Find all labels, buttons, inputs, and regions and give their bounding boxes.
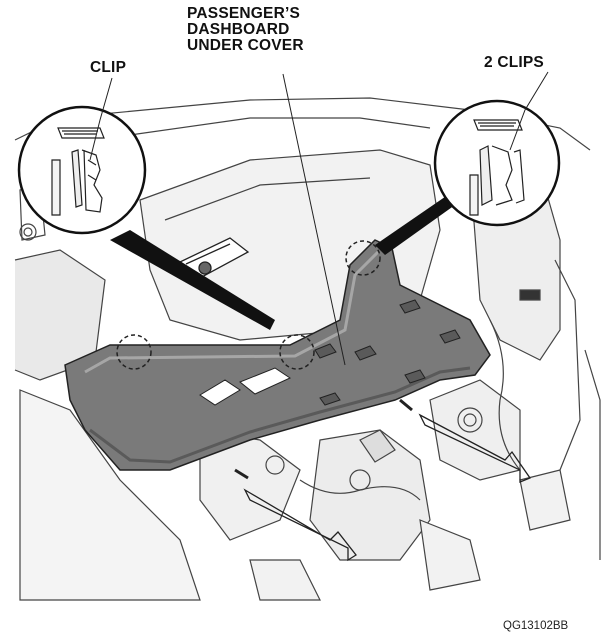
arrow-right (418, 413, 531, 483)
leader-two-clips (509, 71, 549, 151)
two-clips-detail-callout (375, 99, 561, 255)
clip-marker-upper (345, 240, 381, 276)
dashboard-label-line2: DASHBOARD (187, 21, 290, 38)
clip-location-markers (116, 240, 381, 370)
dashboard-label-line1: PASSENGER’S (187, 5, 301, 22)
leader-clip (89, 77, 113, 161)
removal-arrows (243, 413, 531, 562)
figure-code: QG13102BB (503, 620, 569, 632)
clip-marker-center (279, 334, 315, 370)
clip-label: CLIP (90, 59, 127, 76)
arrow-left (243, 488, 357, 562)
clip-detail-callout (17, 105, 275, 330)
dashboard-label-line3: UNDER COVER (187, 37, 304, 54)
leader-dashboard-cover (282, 73, 346, 366)
two-clips-label: 2 CLIPS (484, 54, 544, 71)
leader-lines (89, 71, 549, 366)
dashboard-under-cover (64, 239, 491, 480)
glove-box-handle (178, 237, 250, 279)
dashboard-under-cover-label: PASSENGER’S DASHBOARD UNDER COVER (187, 6, 304, 54)
clip-marker-left (116, 334, 152, 370)
